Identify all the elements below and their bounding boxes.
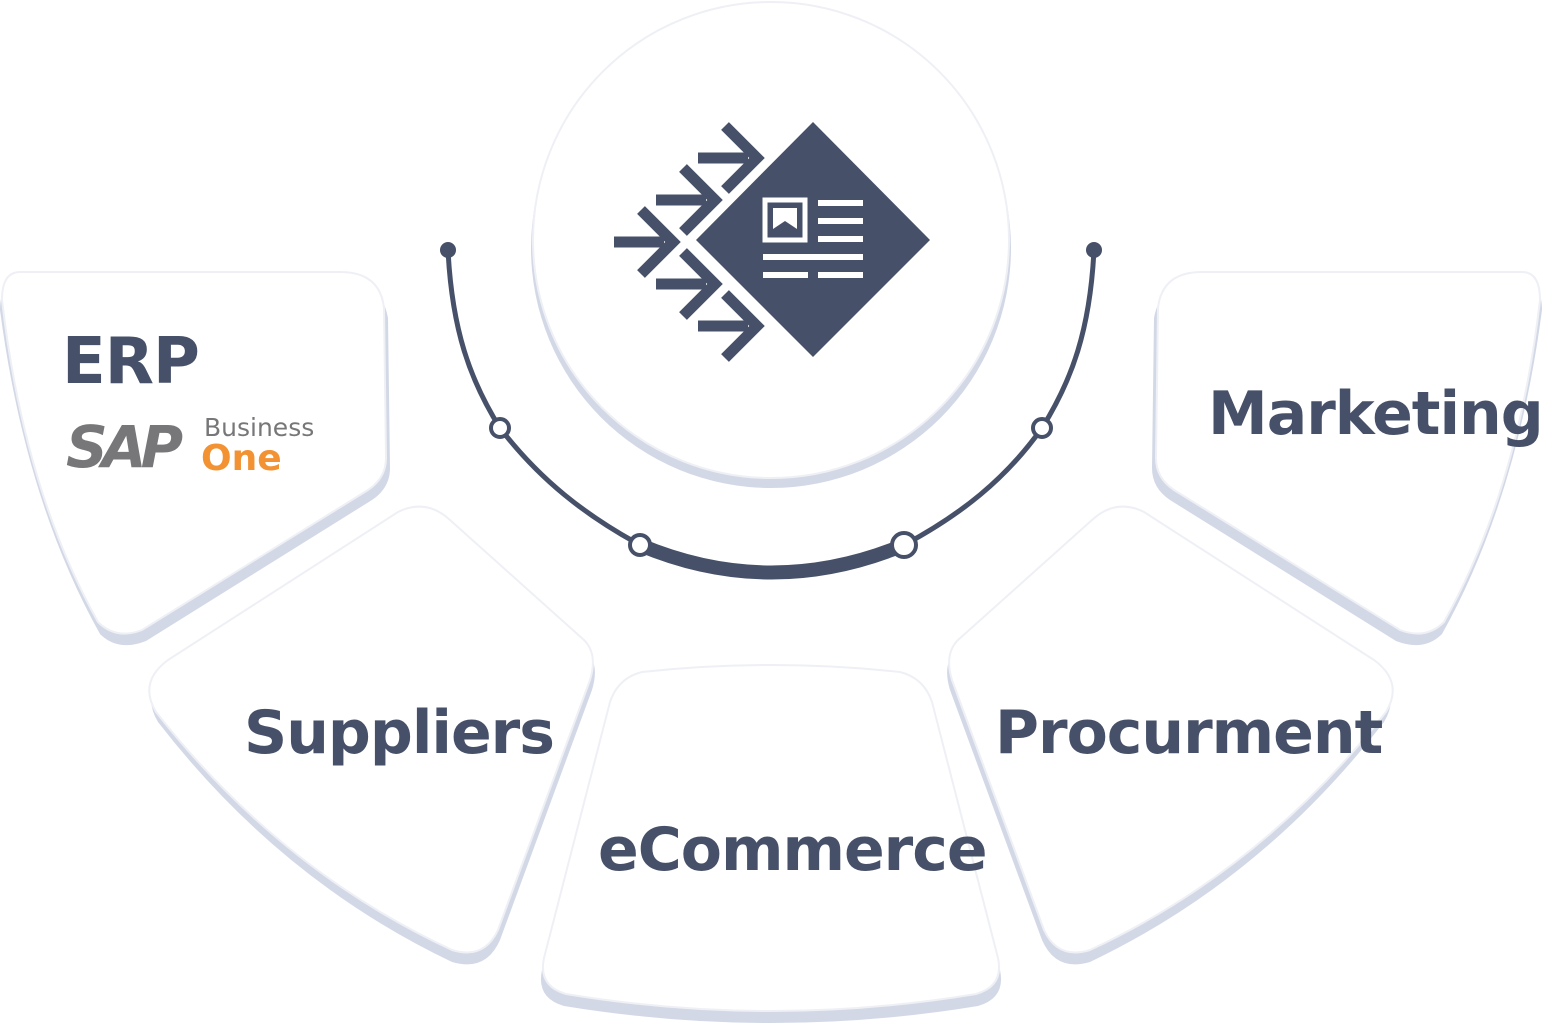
procurement-segment: Procurment [947, 505, 1394, 965]
procurement-card [948, 505, 1394, 954]
erp-segment: ERP SAP Business One [0, 271, 390, 646]
doc-line-5a [763, 272, 808, 278]
sap-logo-word: SAP [66, 413, 183, 481]
arc-node-3 [890, 531, 918, 559]
procurement-label: Procurment [995, 698, 1383, 768]
ecommerce-segment: eCommerce [540, 664, 1002, 1023]
doc-line-1 [818, 200, 863, 206]
sap-business-one-logo: SAP Business One [66, 413, 314, 481]
doc-line-5b [818, 272, 863, 278]
doc-line-4 [763, 254, 863, 260]
ecommerce-card [542, 664, 1000, 1012]
doc-image-frame [762, 197, 808, 243]
incoming-arrows-icon [614, 122, 765, 362]
arc-endpoint-right [1086, 242, 1102, 258]
arc-endpoint-left [440, 242, 456, 258]
suppliers-segment: Suppliers [148, 505, 595, 965]
marketing-card [1154, 271, 1542, 635]
connector-arc [440, 242, 1102, 580]
erp-label: ERP [62, 325, 199, 399]
doc-line-3 [818, 236, 863, 242]
arc-node-4 [1031, 417, 1053, 439]
marketing-label: Marketing [1208, 379, 1542, 449]
suppliers-label: Suppliers [244, 698, 554, 768]
product-information-hub-icon [614, 122, 930, 362]
suppliers-card [148, 505, 594, 954]
doc-image-bookmark [773, 208, 797, 229]
hub-diamond [696, 122, 930, 357]
arc-node-2 [628, 533, 652, 557]
marketing-segment: Marketing [1152, 271, 1542, 646]
arc-node-1 [489, 417, 511, 439]
erp-card [0, 271, 388, 635]
arc-line-bottom [633, 538, 911, 580]
central-hub [531, 1, 1011, 488]
ecommerce-label: eCommerce [598, 815, 987, 885]
doc-line-2 [818, 218, 863, 224]
sap-logo-one: One [201, 438, 282, 479]
sap-logo-business: Business [204, 413, 314, 442]
